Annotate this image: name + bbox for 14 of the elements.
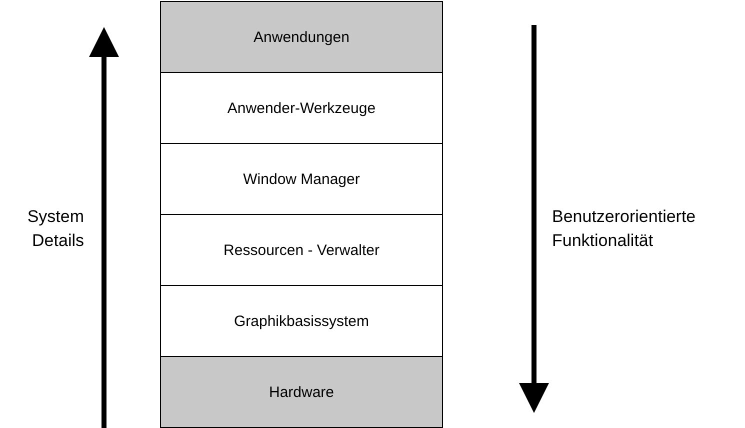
- layer-label: Window Manager: [243, 170, 360, 188]
- layer-box: [160, 285, 443, 357]
- layer-box: [160, 356, 443, 428]
- layer-label: Graphikbasissystem: [234, 312, 370, 330]
- layer-label: Hardware: [268, 384, 334, 400]
- axis-caption: System Details: [26, 206, 84, 252]
- layer-label: Anwender-Werkzeuge: [227, 100, 376, 116]
- layer-box: [160, 72, 443, 144]
- layer-box: [160, 143, 443, 215]
- layer-box: [160, 214, 443, 286]
- axis-caption: Benutzerorientierte Funktionalität: [552, 206, 697, 252]
- layer-label: Anwendungen: [254, 28, 350, 46]
- layer-label: Ressourcen - Verwalter: [224, 242, 380, 258]
- layer-box: [160, 1, 443, 73]
